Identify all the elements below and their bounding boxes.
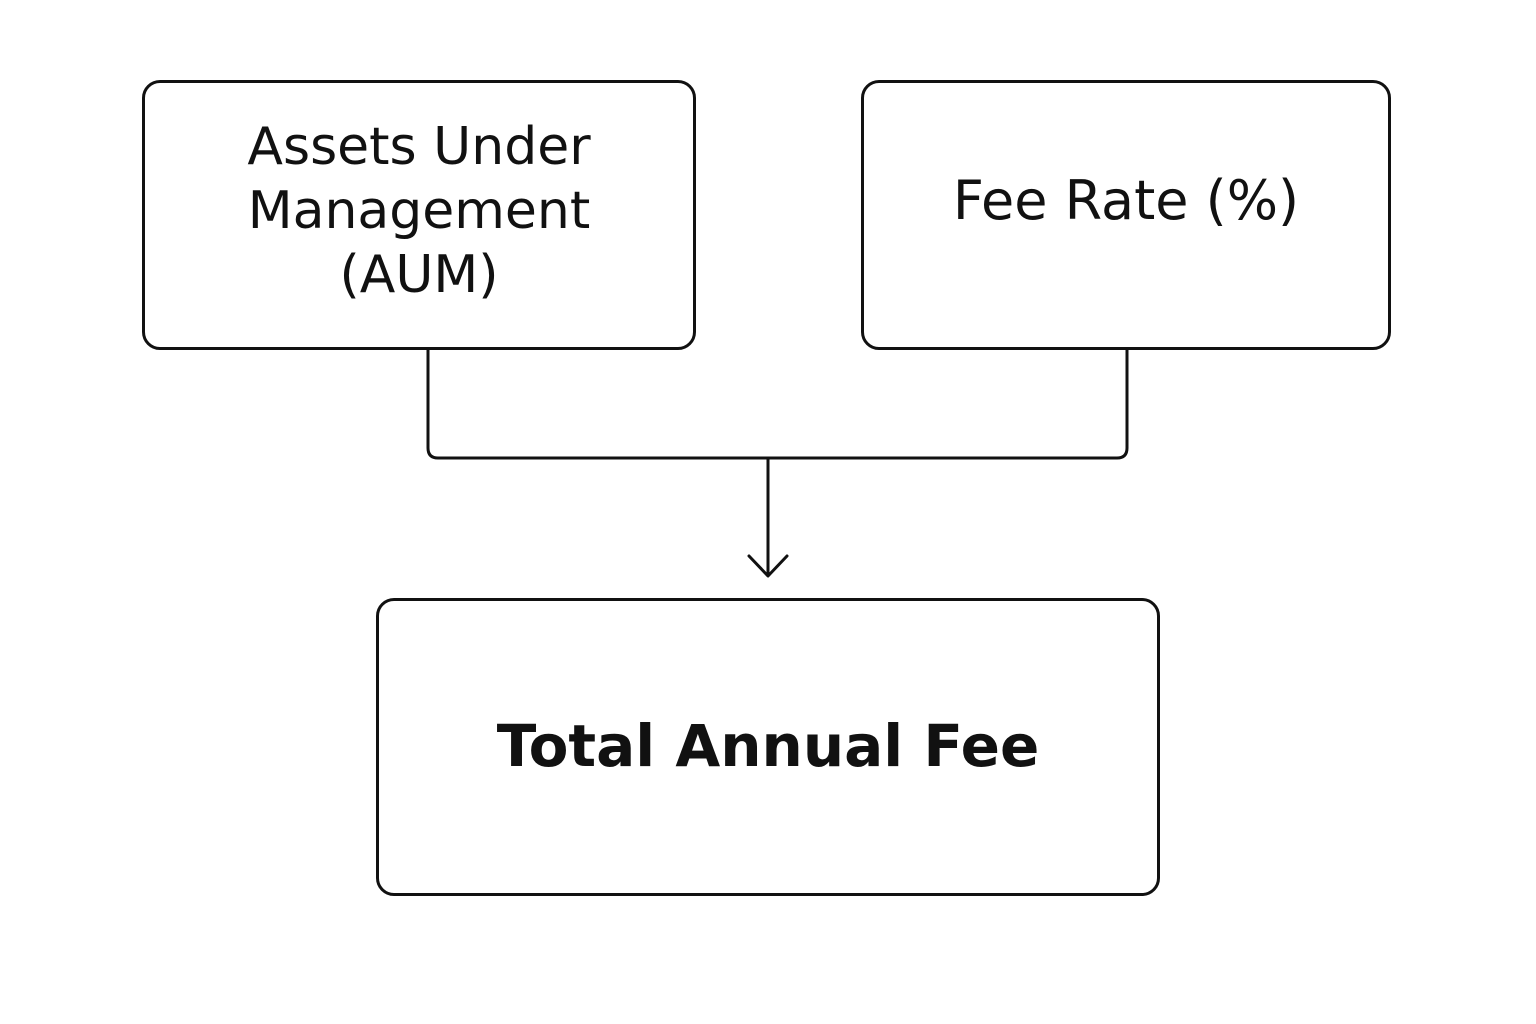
connector-fee-to-merge xyxy=(768,350,1129,460)
arrowhead-icon xyxy=(747,554,789,578)
node-assets-under-management: Assets Under Management (AUM) xyxy=(142,80,696,350)
node-label-aum: Assets Under Management (AUM) xyxy=(247,117,591,305)
node-total-annual-fee: Total Annual Fee xyxy=(376,598,1160,896)
node-label-total: Total Annual Fee xyxy=(496,712,1040,780)
node-fee-rate: Fee Rate (%) xyxy=(861,80,1391,350)
node-label-fee-rate: Fee Rate (%) xyxy=(952,168,1300,232)
connector-aum-to-merge xyxy=(426,350,768,460)
